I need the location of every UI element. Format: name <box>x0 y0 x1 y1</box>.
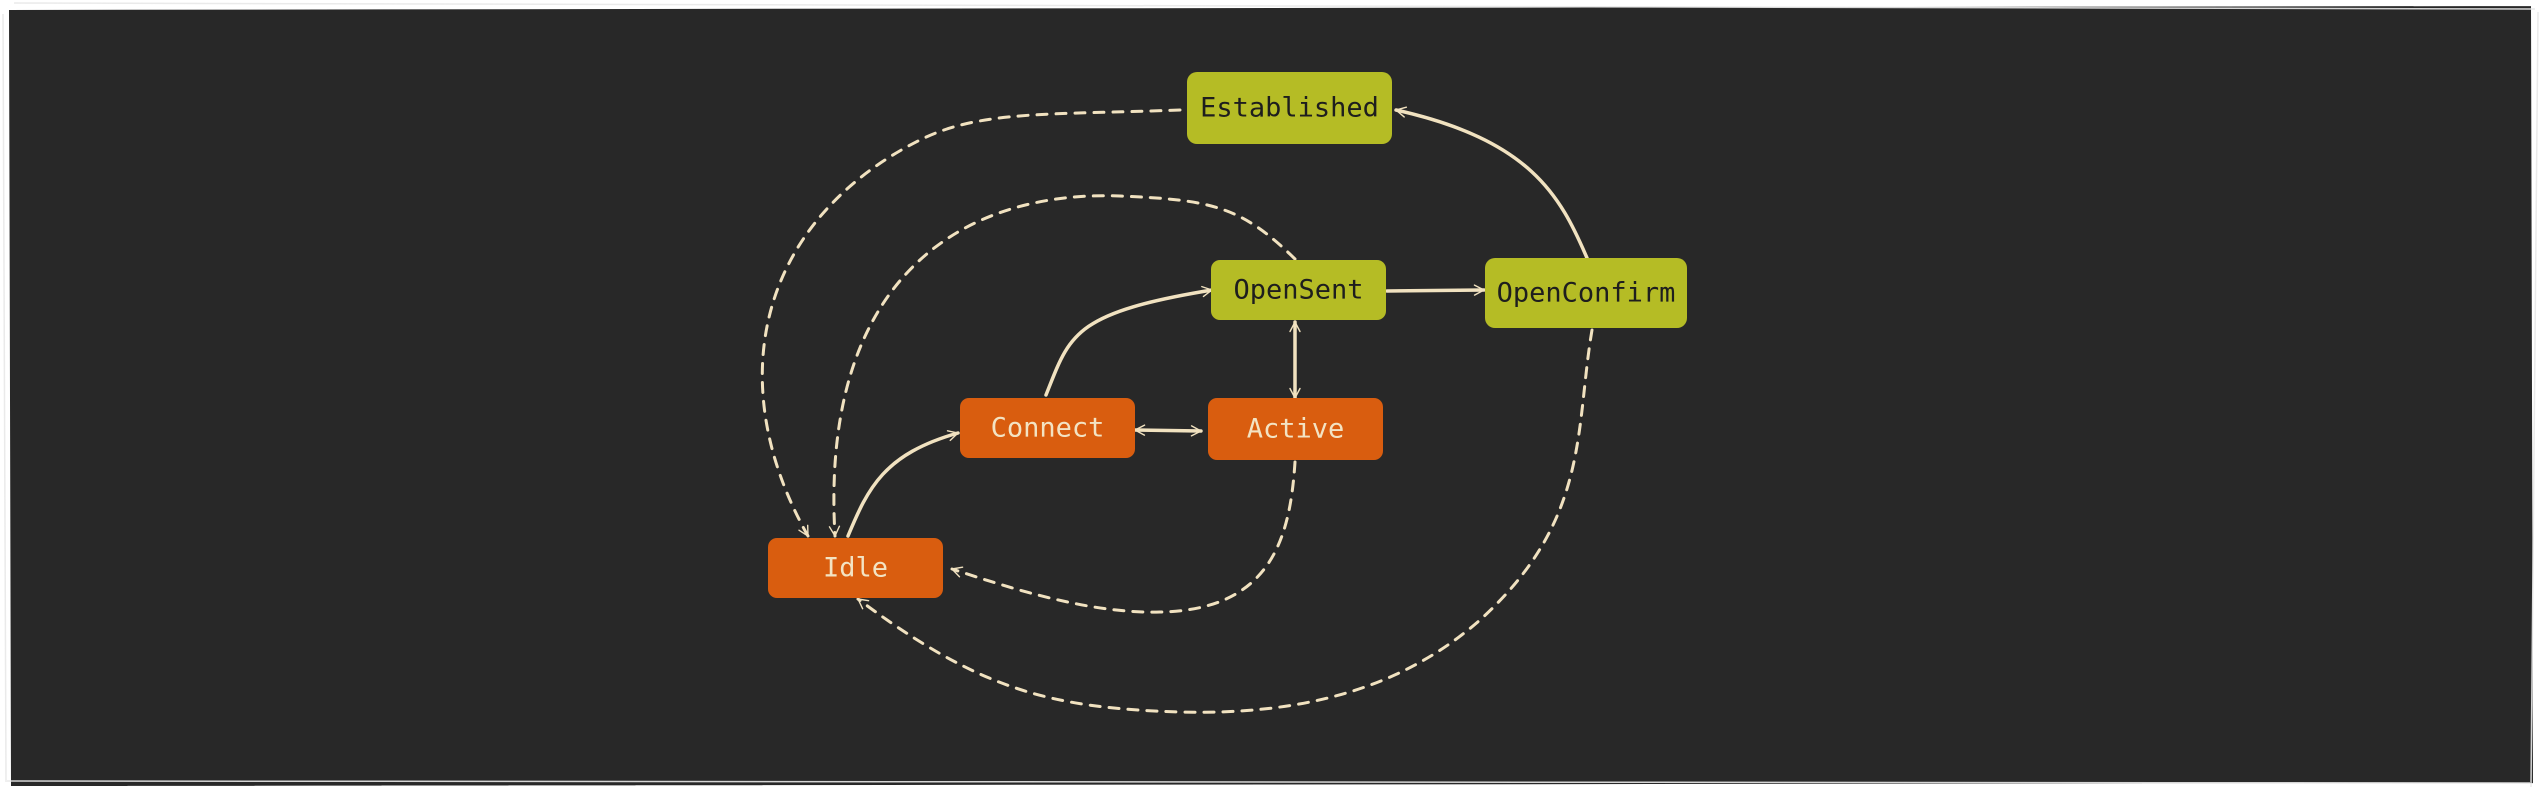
node-connect-box <box>960 398 1135 458</box>
edge-established-to-idle <box>760 108 1182 538</box>
node-idle-label: Idle <box>823 553 888 584</box>
edge-connect-active-bidirectional <box>1133 424 1203 437</box>
node-active-label: Active <box>1247 414 1345 445</box>
edge-opensent-to-idle <box>828 194 1297 538</box>
node-connect-label: Connect <box>991 413 1105 444</box>
node-connect: Connect <box>960 398 1135 458</box>
node-opensent: OpenSent <box>1211 260 1386 320</box>
edge-openconfirm-to-idle <box>856 328 1594 714</box>
edge-idle-to-connect <box>846 430 960 538</box>
node-idle-box <box>768 538 943 598</box>
node-idle: Idle <box>768 538 943 598</box>
edge-opensent-to-openconfirm <box>1385 284 1486 296</box>
node-active-box <box>1208 398 1383 460</box>
node-opensent-label: OpenSent <box>1233 275 1363 306</box>
node-openconfirm-label: OpenConfirm <box>1497 278 1676 309</box>
node-established-label: Established <box>1200 93 1379 124</box>
node-established-box <box>1187 72 1392 144</box>
edge-active-to-idle <box>950 460 1297 614</box>
node-openconfirm: OpenConfirm <box>1485 258 1687 328</box>
edge-openconfirm-to-established <box>1394 106 1589 260</box>
node-established: Established <box>1187 72 1392 144</box>
edge-connect-to-opensent <box>1044 285 1214 397</box>
node-openconfirm-box <box>1485 258 1687 328</box>
node-opensent-box <box>1211 260 1386 320</box>
node-active: Active <box>1208 398 1383 460</box>
edges <box>760 106 1594 714</box>
